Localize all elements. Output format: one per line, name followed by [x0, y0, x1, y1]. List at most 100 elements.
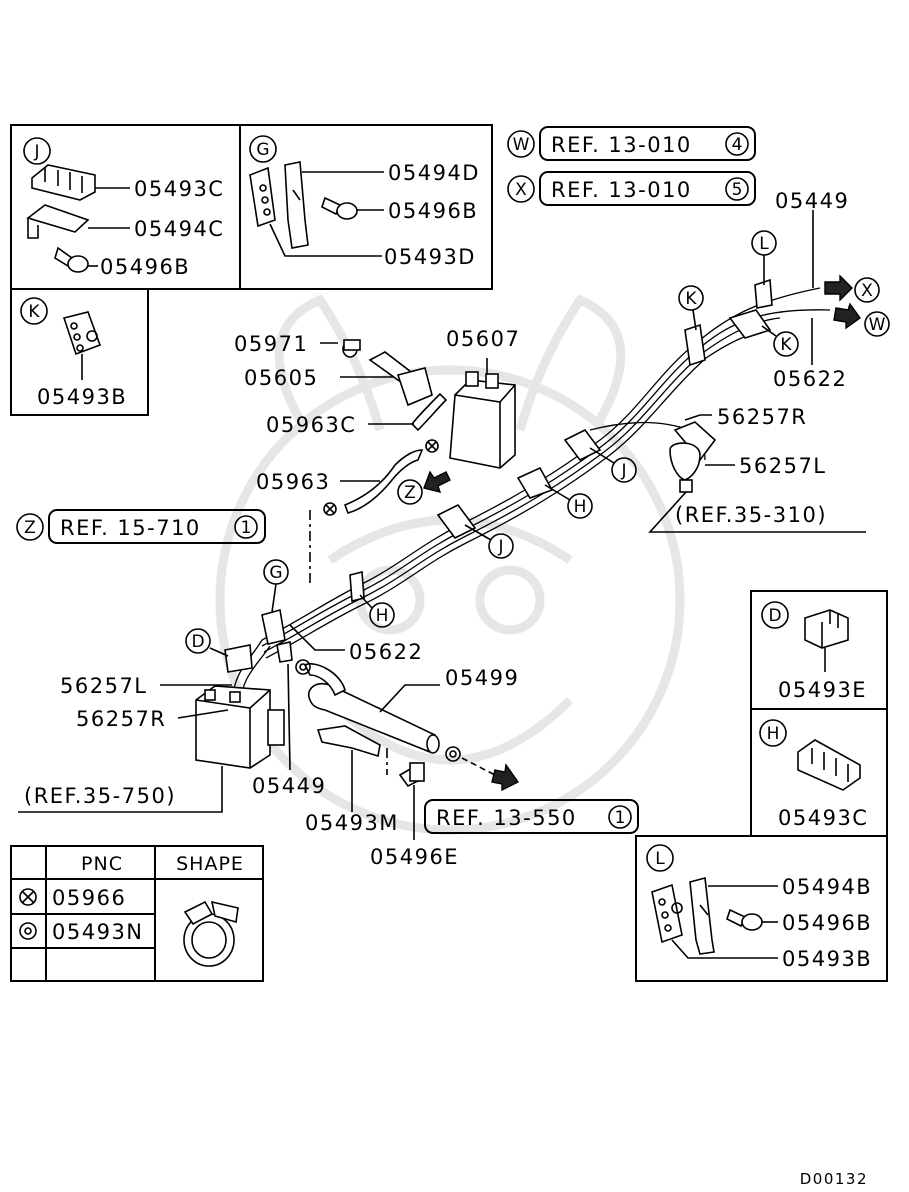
hose-05499-icon: [303, 663, 440, 754]
ring-05493n-a: [295, 659, 311, 675]
cross-circle-icon: [19, 888, 37, 906]
callout-z-letter: Z: [24, 518, 36, 538]
callout-k-main-a: [678, 285, 704, 311]
label-56257l-top: 56257L: [739, 454, 827, 478]
solenoid-block-icon: [195, 685, 285, 769]
inset-l: L 05494B 05496B 05493B: [635, 835, 888, 982]
clamp-k-b: [728, 309, 772, 339]
label-05494c: 05494C: [134, 217, 224, 241]
bolt-05971-icon: [342, 339, 361, 358]
ref-x-num: 5: [732, 180, 743, 200]
callout-w-arrow: W: [869, 315, 886, 335]
callout-x-arrow: X: [861, 281, 873, 301]
ref-35-310: (REF.35-310): [675, 503, 827, 527]
clamp-05493b-l-icon: [651, 883, 683, 944]
clamp-05493c-icon: [31, 164, 96, 201]
arrow-to-z: Z: [397, 470, 451, 505]
legend-header-shape: SHAPE: [176, 853, 244, 875]
callout-k-inset: [20, 297, 48, 325]
ref-w-num: 4: [732, 135, 743, 155]
callout-k-main-a-letter: K: [685, 289, 697, 309]
label-05493b-k: 05493B: [37, 385, 127, 409]
label-56257l-lower: 56257L: [60, 674, 148, 698]
clamp-j-b: [436, 503, 477, 540]
inset-d-h: D 05493E H 05493C: [750, 590, 888, 837]
callout-k-main-b: [773, 331, 799, 357]
clamp-05493c-h-icon: [797, 739, 861, 791]
arrow-to-ref-13-550: [491, 763, 520, 792]
label-05449-top: 05449: [775, 189, 849, 213]
legend-pnc-05493n: 05493N: [52, 920, 144, 944]
callout-h-inset-letter: H: [767, 724, 780, 744]
ref-x-text: REF. 13-010: [551, 178, 692, 202]
label-05493b-l: 05493B: [782, 947, 872, 971]
arrow-to-x: X: [824, 274, 880, 303]
label-05971: 05971: [234, 332, 308, 356]
label-05607: 05607: [446, 327, 520, 351]
ref-x-row: X REF. 13-010 5: [507, 171, 756, 206]
ring-05493n-b: [445, 746, 461, 762]
ref-13-550-row: REF. 13-550 1: [424, 799, 639, 834]
label-05493c-h: 05493C: [778, 806, 868, 830]
callout-j: [23, 137, 51, 165]
callout-k-main-b-letter: K: [780, 335, 792, 355]
legend-pnc-05966: 05966: [52, 886, 126, 910]
label-05622-top: 05622: [773, 367, 847, 391]
label-05499: 05499: [445, 666, 519, 690]
fitting-05449-lower-icon: [276, 641, 293, 663]
clamp-h-b: [349, 570, 365, 603]
legend-table: PNC SHAPE 05966 05493N: [10, 845, 264, 982]
label-05963: 05963: [256, 470, 330, 494]
bracket-05493m-icon: [316, 725, 381, 758]
callout-j-letter: J: [33, 142, 39, 162]
ref-13-550-text: REF. 13-550: [436, 806, 577, 830]
callout-d-main-letter: D: [191, 632, 204, 652]
callout-g-main-letter: G: [269, 563, 282, 583]
callout-h-main-a: [567, 493, 593, 519]
callout-j-main-b-letter: J: [497, 537, 503, 557]
bolt-05496b-icon: [54, 246, 89, 273]
clamp-l: [754, 278, 773, 309]
callout-l-inset-letter: L: [655, 849, 665, 869]
clamp-d: [224, 644, 253, 673]
ref-z-num: 1: [241, 518, 252, 538]
callout-j-main-a: [611, 457, 637, 483]
label-05496b-g: 05496B: [388, 199, 478, 223]
clamp-g: [261, 608, 286, 645]
callout-x-letter: X: [515, 180, 527, 200]
arrow-to-w: W: [833, 302, 890, 337]
label-05496e: 05496E: [370, 845, 459, 869]
inset-j-g: J 05493C 05494C 05496B G: [10, 124, 493, 290]
clip-05966-a: [425, 439, 439, 453]
bracket-05494d-icon: [284, 161, 309, 249]
label-05622-lower: 05622: [349, 640, 423, 664]
callout-g: [249, 135, 277, 163]
fuel-tube-bundle: [224, 278, 831, 707]
bracket-05494c-icon: [26, 204, 90, 239]
label-05496b-j: 05496B: [100, 255, 190, 279]
hose-clamp-shape-icon: [183, 900, 239, 967]
label-05493c-j: 05493C: [134, 177, 224, 201]
label-05493m: 05493M: [305, 811, 399, 835]
clamp-05493d-icon: [249, 166, 276, 228]
bolt-05496b-g-icon: [321, 196, 358, 220]
sensor-upper-icon: [669, 421, 717, 493]
callout-k-inset-letter: K: [28, 302, 40, 322]
ref-z-text: REF. 15-710: [60, 516, 201, 540]
callout-w-letter: W: [513, 135, 530, 155]
hose-05963-icon: [343, 449, 424, 514]
callout-l-main-letter: L: [759, 234, 769, 254]
label-05494d: 05494D: [388, 161, 480, 185]
callout-d-main: [185, 628, 211, 654]
hose-05963c-icon: [410, 392, 448, 432]
callout-h-main-b: [369, 602, 395, 628]
label-05493d: 05493D: [384, 245, 476, 269]
ref-35-750: (REF.35-750): [24, 784, 176, 808]
callout-h-inset: [759, 719, 787, 747]
legend-header-pnc: PNC: [81, 853, 123, 875]
bolt-05496b-l-icon: [726, 908, 763, 931]
callout-d-inset: [761, 601, 789, 629]
label-05494b: 05494B: [782, 875, 872, 899]
